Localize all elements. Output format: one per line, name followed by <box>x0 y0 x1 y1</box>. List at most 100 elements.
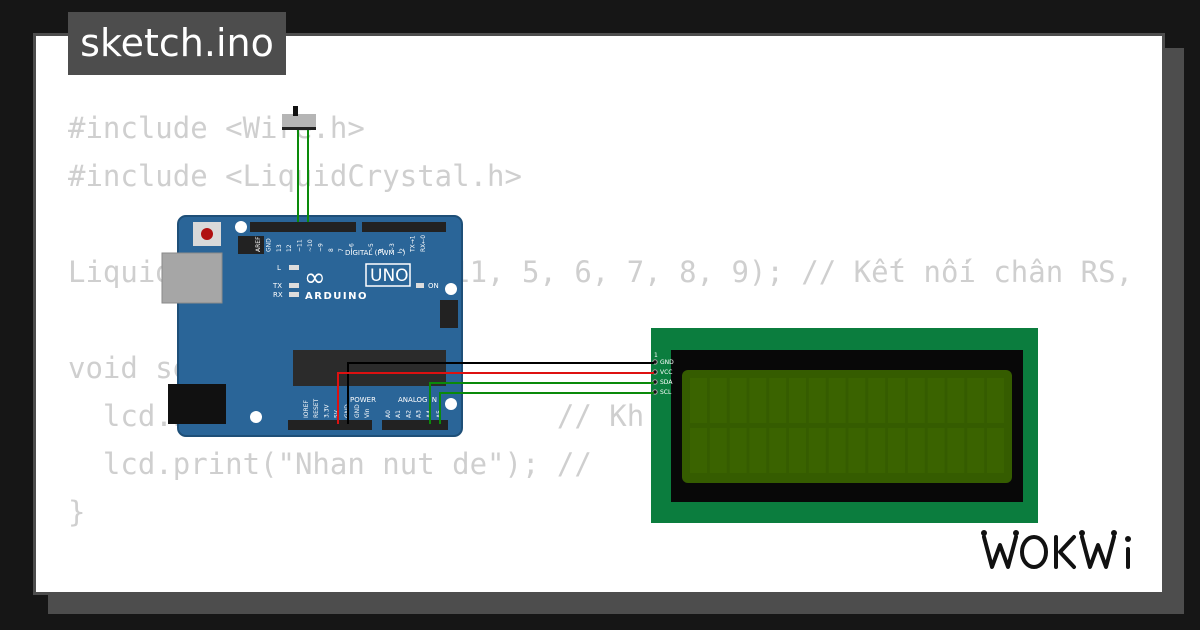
wire-sda <box>429 382 654 424</box>
lcd-char-cell <box>947 378 965 423</box>
top-pin-label: 12 <box>286 244 293 252</box>
analog-label: ANALOG IN <box>398 396 437 404</box>
switch-base <box>282 127 316 130</box>
wires <box>297 130 654 424</box>
lcd-char-cell <box>868 428 886 473</box>
brand-label: ARDUINO <box>305 291 368 302</box>
bottom-pin-label: Vin <box>364 408 371 418</box>
lcd-char-cell <box>888 428 905 473</box>
bottom-pin-label: A1 <box>395 410 402 418</box>
top-pin-label: ~6 <box>349 243 356 252</box>
code-line: } <box>68 495 86 529</box>
top-pin-label: ~5 <box>368 243 375 252</box>
bottom-pin-label: A0 <box>385 410 392 418</box>
switch-body <box>282 114 316 128</box>
lcd-char-cell <box>769 378 787 423</box>
lcd-char-cell <box>868 378 886 423</box>
code-line: void loop() { <box>68 584 1133 592</box>
lcd-char-cell <box>709 378 727 423</box>
usb-port <box>161 252 223 304</box>
lcd-char-cell <box>967 428 985 473</box>
lcd-char-cell <box>967 378 985 423</box>
lcd-pin-label: SCL <box>660 389 672 396</box>
lcd-pin-label: GND <box>660 359 674 366</box>
lcd-1602-module[interactable]: 1 GND VCC SDA SCL <box>651 328 1038 523</box>
top-pin-label: ~11 <box>297 239 304 252</box>
lcd-char-cell <box>729 378 747 423</box>
mount-hole <box>235 221 247 233</box>
lcd-char-cell <box>789 428 806 473</box>
lcd-pin-label: VCC <box>660 369 672 376</box>
mount-hole <box>445 398 457 410</box>
lcd-char-cell <box>927 428 945 473</box>
lcd-pin-label: SDA <box>660 379 673 386</box>
digital-header-right <box>362 222 446 232</box>
top-pin-label: RX←0 <box>420 235 427 252</box>
top-pin-label: GND <box>265 238 272 252</box>
infinity-logo: ∞ <box>304 263 326 293</box>
top-pin-label: 7 <box>338 248 345 252</box>
icsp-header <box>440 300 458 328</box>
slide-switch[interactable] <box>282 106 316 130</box>
lcd-char-cell <box>848 378 866 423</box>
wire-vcc <box>337 372 654 424</box>
led-label-l: L <box>277 264 281 272</box>
code-line: #include <LiquidCrystal.h> <box>68 159 522 193</box>
lcd-character-grid <box>690 378 1004 473</box>
digital-header-left <box>250 222 356 232</box>
bottom-pin-label: IOREF <box>303 400 310 418</box>
bottom-pin-label: A2 <box>405 410 412 418</box>
led-l <box>289 265 299 270</box>
power-jack <box>168 384 226 424</box>
wokwi-logo-mark <box>981 530 1131 569</box>
lcd-char-cell <box>907 378 925 423</box>
atmega-chip <box>293 350 446 386</box>
lcd-char-cell <box>808 378 826 423</box>
wire-scl <box>439 392 654 424</box>
led-label-rx: RX <box>273 291 283 299</box>
top-pin-label: AREF <box>255 236 262 252</box>
lcd-char-cell <box>729 428 747 473</box>
top-pin-label: 2 <box>399 248 406 252</box>
lcd-pin-number: 1 <box>654 352 658 359</box>
bottom-pin-label: GND <box>354 404 361 418</box>
lcd-char-cell <box>848 428 866 473</box>
mount-hole <box>445 283 457 295</box>
lcd-char-cell <box>769 428 787 473</box>
code-line: lcd.print("Nhan nut de"); // <box>68 447 592 481</box>
top-pin-label: TX→1 <box>410 235 417 253</box>
wire-gnd <box>347 362 654 424</box>
top-pin-label: ~3 <box>389 243 396 252</box>
lcd-char-cell <box>828 378 846 423</box>
uno-badge <box>365 263 411 287</box>
sketch-title[interactable]: sketch.ino <box>68 12 286 75</box>
switch-lever <box>293 106 298 116</box>
mount-hole <box>250 411 262 423</box>
lcd-char-cell <box>690 428 707 473</box>
reset-button-cap <box>201 228 213 240</box>
analog-header <box>382 420 448 430</box>
bottom-pin-label: RESET <box>313 398 320 418</box>
bottom-pin-label: A3 <box>416 410 423 418</box>
lcd-pins: GND VCC SDA SCL <box>652 359 674 396</box>
led-label-tx: TX <box>272 282 282 290</box>
power-header <box>288 420 372 430</box>
icsp-header <box>238 236 264 254</box>
lcd-char-cell <box>927 378 945 423</box>
arduino-uno-board[interactable]: ∞ UNO ARDUINO DIGITAL (PWM ~) POWER ANAL… <box>161 215 463 437</box>
on-label: ON <box>428 282 439 290</box>
top-pin-label: 13 <box>276 244 283 252</box>
lcd-char-cell <box>749 428 767 473</box>
model-label: UNO <box>370 266 409 286</box>
on-led <box>416 283 424 288</box>
lcd-char-cell <box>709 428 727 473</box>
top-pin-label: ~9 <box>317 243 324 252</box>
lcd-char-cell <box>749 378 767 423</box>
lcd-char-cell <box>987 378 1004 423</box>
lcd-char-cell <box>690 378 707 423</box>
lcd-char-cell <box>947 428 965 473</box>
wokwi-logo[interactable] <box>978 527 1148 577</box>
top-pin-label: 8 <box>328 248 335 252</box>
power-label: POWER <box>350 396 376 404</box>
